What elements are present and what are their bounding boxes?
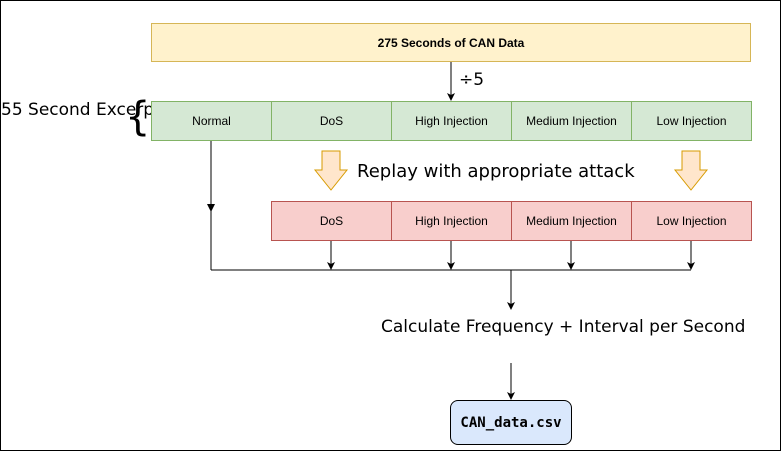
attack-box-medium-injection: Medium Injection bbox=[511, 201, 632, 241]
excerpt-label: Medium Injection bbox=[526, 114, 617, 128]
output-file-label: CAN_data.csv bbox=[460, 414, 562, 431]
attack-label: High Injection bbox=[415, 214, 488, 228]
excerpt-label: DoS bbox=[319, 114, 344, 128]
replay-block-arrow-right bbox=[673, 150, 709, 191]
normal-mid-arrowhead bbox=[207, 204, 215, 212]
attack-box-low-injection: Low Injection bbox=[631, 201, 752, 241]
excerpts-label: 55 Second Excerpts bbox=[1, 100, 170, 120]
excerpt-label: Low Injection bbox=[656, 114, 727, 128]
excerpt-box-medium-injection: Medium Injection bbox=[511, 101, 632, 141]
calculate-label: Calculate Frequency + Interval per Secon… bbox=[381, 317, 746, 337]
excerpt-box-normal: Normal bbox=[151, 101, 272, 141]
left-brace-icon: { bbox=[125, 94, 151, 140]
excerpt-box-dos: DoS bbox=[271, 101, 392, 141]
divide-label: ÷5 bbox=[459, 70, 485, 90]
excerpt-label: High Injection bbox=[415, 114, 488, 128]
excerpt-box-low-injection: Low Injection bbox=[631, 101, 752, 141]
attack-label: Medium Injection bbox=[526, 214, 617, 228]
attack-box-dos: DoS bbox=[271, 201, 392, 241]
replay-block-arrow-left bbox=[313, 150, 349, 191]
attack-box-high-injection: High Injection bbox=[391, 201, 512, 241]
source-data-label: 275 Seconds of CAN Data bbox=[377, 35, 525, 50]
attack-label: DoS bbox=[319, 214, 344, 228]
replay-label: Replay with appropriate attack bbox=[357, 161, 635, 182]
source-data-box: 275 Seconds of CAN Data bbox=[151, 23, 751, 62]
excerpt-label: Normal bbox=[192, 114, 231, 128]
excerpt-box-high-injection: High Injection bbox=[391, 101, 512, 141]
output-file-box: CAN_data.csv bbox=[450, 400, 572, 445]
attack-label: Low Injection bbox=[656, 214, 727, 228]
